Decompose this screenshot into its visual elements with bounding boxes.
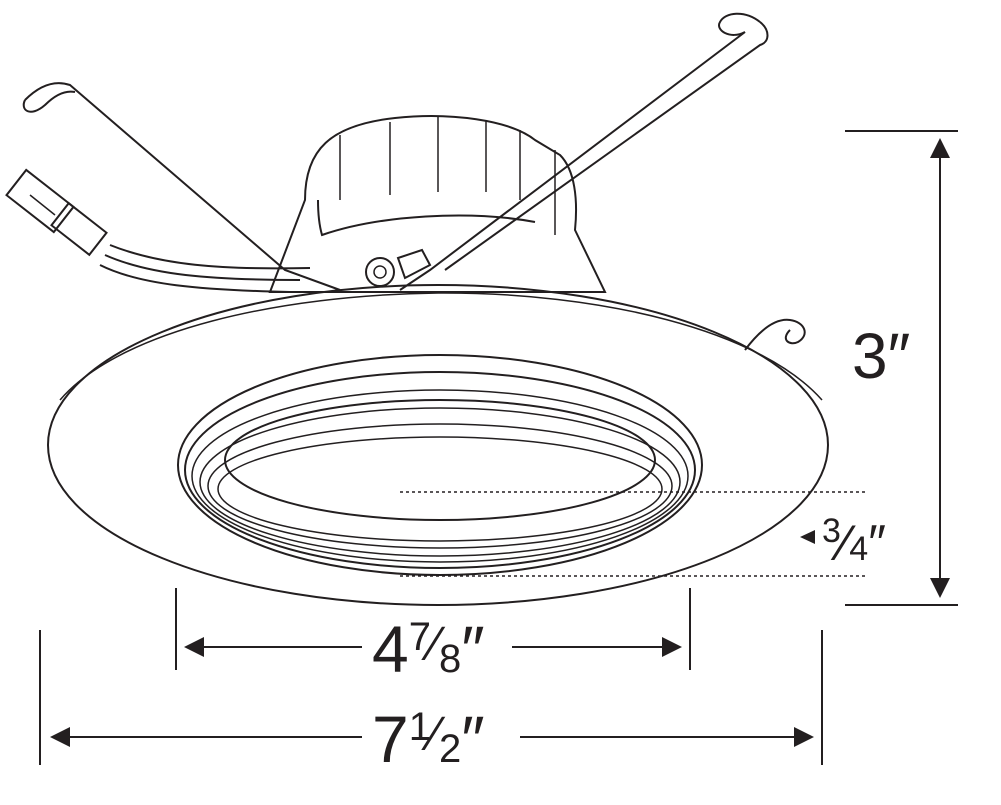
- depth-denominator: 4: [849, 530, 868, 568]
- baffle-rings: [177, 354, 703, 576]
- svg-text:3″: 3″: [852, 320, 910, 392]
- wire-connector: [5, 168, 311, 293]
- aperture-whole: 4: [372, 612, 409, 686]
- height-unit: ″: [888, 320, 911, 392]
- aperture-denominator: 8: [439, 637, 461, 681]
- aperture-numerator: 7: [409, 615, 431, 659]
- driver-housing: [268, 115, 607, 293]
- trim-flange: [47, 284, 829, 606]
- depth-unit: ″: [868, 515, 886, 571]
- aperture-unit: ″: [461, 612, 484, 686]
- depth-numerator: 3: [822, 512, 841, 550]
- overall-numerator: 1: [409, 705, 431, 749]
- overall-whole: 7: [372, 702, 409, 776]
- overall-denominator: 2: [439, 727, 461, 771]
- mounting-springs: [22, 12, 806, 351]
- overall-unit: ″: [461, 702, 484, 776]
- svg-text:47⁄8″: 47⁄8″: [372, 612, 485, 686]
- svg-text:3⁄4″: 3⁄4″: [822, 512, 886, 571]
- height-dimension: 3″: [845, 130, 958, 606]
- aperture-dimension: 47⁄8″: [175, 588, 691, 686]
- svg-text:71⁄2″: 71⁄2″: [372, 702, 485, 776]
- height-whole: 3: [852, 320, 888, 392]
